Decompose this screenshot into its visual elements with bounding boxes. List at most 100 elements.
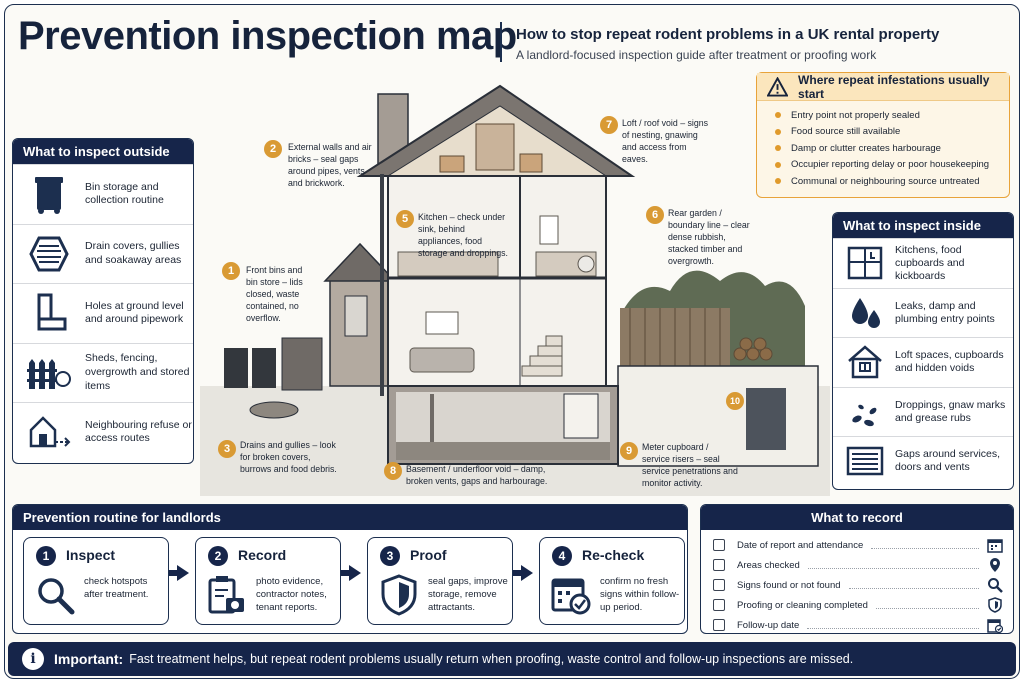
list-item: Drain covers, gullies and soakaway areas <box>13 223 193 284</box>
drain-cover-icon <box>23 232 75 276</box>
callout-loft: Loft / roof void – signs of nesting, gna… <box>622 118 709 164</box>
bullet-icon <box>775 112 781 119</box>
page-tagline: A landlord-focused inspection guide afte… <box>516 48 877 62</box>
calendar-check-icon <box>987 619 1003 633</box>
important-text: Fast treatment helps, but repeat rodent … <box>129 652 854 666</box>
pipe-icon <box>23 291 75 335</box>
record-item-label: Signs found or not found <box>737 579 841 591</box>
page-subtitle: How to stop repeat rodent problems in a … <box>516 26 940 43</box>
callout-external-walls: External walls and air bricks – seal gap… <box>288 142 372 188</box>
step-title: Inspect <box>66 547 116 563</box>
list-item: Loft spaces, cupboards and hidden voids <box>833 337 1013 387</box>
inside-item-label: Loft spaces, cupboards and hidden voids <box>895 349 1004 375</box>
repeat-infestation-warning-panel: Where repeat infestations usually start … <box>756 72 1010 198</box>
prevention-routine-panel: Prevention routine for landlords 1 Inspe… <box>12 504 688 634</box>
what-to-record-panel: What to record Date of report and attend… <box>700 504 1014 634</box>
list-item: Communal or neighbouring source untreate… <box>775 173 1009 190</box>
step-recheck: 4 Re-check confirm no fresh signs within… <box>539 537 685 625</box>
record-checkbox[interactable] <box>713 619 725 631</box>
important-banner: i Important: Fast treatment helps, but r… <box>8 642 1016 676</box>
record-item[interactable]: Date of report and attendance <box>713 535 1003 555</box>
outside-item-label: Sheds, fencing, overgrowth and stored it… <box>85 352 190 392</box>
step-text: confirm no fresh signs within follow-up … <box>600 576 680 613</box>
fence-icon <box>23 351 75 395</box>
list-item: Leaks, damp and plumbing entry points <box>833 287 1013 338</box>
outside-item-label: Bin storage and collection routine <box>85 180 164 207</box>
record-item[interactable]: Proofing or cleaning completed <box>713 595 1003 615</box>
record-item-label: Areas checked <box>737 559 800 571</box>
record-heading: What to record <box>701 505 1013 530</box>
outside-panel-heading: What to inspect outside <box>13 139 193 164</box>
leader-dots <box>807 561 979 569</box>
callout-number-10: 10 <box>726 392 744 410</box>
arrow-icon <box>341 565 361 581</box>
warning-item-text: Entry point not properly sealed <box>791 109 920 121</box>
step-number: 4 <box>552 546 572 566</box>
record-checkbox[interactable] <box>713 579 725 591</box>
outside-item-label: Holes at ground level and around pipewor… <box>85 299 184 326</box>
bullet-icon <box>775 145 781 152</box>
warning-item-text: Food source still available <box>791 126 901 138</box>
list-item: Entry point not properly sealed <box>775 107 1009 124</box>
leader-dots <box>871 541 979 549</box>
bullet-icon <box>775 161 781 168</box>
arrow-icon <box>169 565 189 581</box>
inside-item-label: Leaks, damp and plumbing entry points <box>895 299 995 325</box>
callout-rear-garden: Rear garden / boundary line – clear dens… <box>668 208 750 266</box>
leader-dots <box>807 621 979 629</box>
warning-item-text: Damp or clutter creates harbourage <box>791 142 941 154</box>
callout-number-6: 6 <box>646 206 664 224</box>
step-text: photo evidence, contractor notes, tenant… <box>256 576 327 613</box>
warning-heading: Where repeat infestations usually start <box>757 73 1009 101</box>
record-item[interactable]: Signs found or not found <box>713 575 1003 595</box>
clipboard-camera-icon <box>208 576 244 614</box>
leader-dots <box>875 601 979 609</box>
list-item: Damp or clutter creates harbourage <box>775 140 1009 157</box>
record-checkbox[interactable] <box>713 559 725 571</box>
callout-number-1: 1 <box>222 262 240 280</box>
info-icon: i <box>22 648 44 670</box>
step-title: Record <box>238 547 287 563</box>
leader-dots <box>848 581 979 589</box>
record-checkbox[interactable] <box>713 539 725 551</box>
record-checkbox[interactable] <box>713 599 725 611</box>
warning-heading-text: Where repeat infestations usually start <box>798 72 990 101</box>
step-number: 3 <box>380 546 400 566</box>
record-item-label: Date of report and attendance <box>737 539 864 551</box>
record-item-label: Follow-up date <box>737 619 800 631</box>
step-text: check hotspots after treatment. <box>84 576 149 600</box>
callout-number-8: 8 <box>384 462 402 480</box>
list-item: Sheds, fencing, overgrowth and stored it… <box>13 342 193 403</box>
list-item: Neighbouring refuse or access routes <box>13 402 193 462</box>
bullet-icon <box>775 128 781 135</box>
callout-meter-cupboard: Meter cupboard / service risers – seal s… <box>642 442 738 488</box>
record-item[interactable]: Areas checked <box>713 555 1003 575</box>
step-record: 2 Record photo evidence, contractor note… <box>195 537 341 625</box>
step-inspect: 1 Inspect check hotspots after treatment… <box>23 537 169 625</box>
warning-item-text: Occupier reporting delay or poor houseke… <box>791 159 990 171</box>
list-item: Bin storage and collection routine <box>13 164 193 224</box>
calendar-check-icon <box>551 578 591 615</box>
step-title: Re-check <box>582 547 645 563</box>
list-item: Droppings, gnaw marks and grease rubs <box>833 386 1013 437</box>
list-item: Gaps around services, doors and vents <box>833 436 1013 486</box>
list-item: Food source still available <box>775 124 1009 141</box>
record-item[interactable]: Follow-up date <box>713 615 1003 633</box>
droppings-icon <box>843 392 887 432</box>
callout-drains: Drains and gullies – look for broken cov… <box>240 440 337 474</box>
warning-icon <box>767 76 789 97</box>
inside-panel-heading: What to inspect inside <box>833 213 1013 238</box>
callout-front-bins: Front bins and bin store – lids closed, … <box>246 265 303 323</box>
search-icon <box>988 578 1003 593</box>
step-proof: 3 Proof seal gaps, improve storage, remo… <box>367 537 513 625</box>
callout-number-7: 7 <box>600 116 618 134</box>
list-item: Kitchens, food cupboards and kickboards <box>833 238 1013 288</box>
routine-heading: Prevention routine for landlords <box>13 505 687 530</box>
arrow-icon <box>513 565 533 581</box>
outside-item-label: Drain covers, gullies and soakaway areas <box>85 240 182 266</box>
magnifier-icon <box>38 578 75 615</box>
callout-number-3: 3 <box>218 440 236 458</box>
calendar-icon <box>987 539 1003 553</box>
location-pin-icon <box>990 558 1000 572</box>
callout-number-5: 5 <box>396 210 414 228</box>
